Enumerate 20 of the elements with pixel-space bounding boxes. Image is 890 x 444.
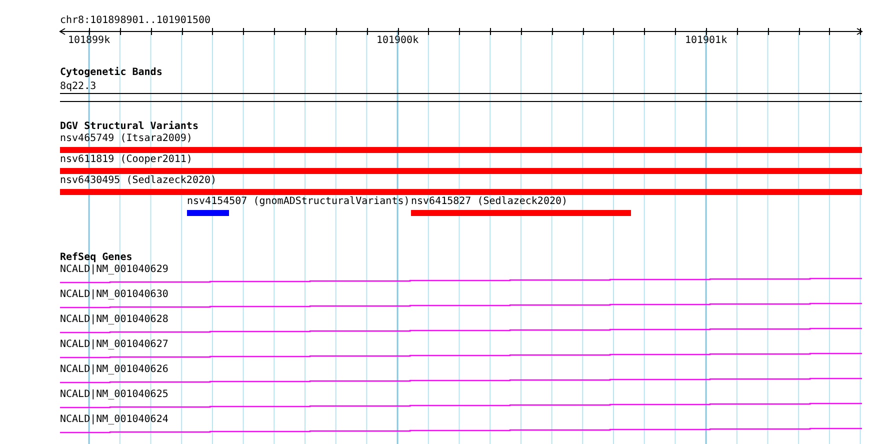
location-label: chr8:101898901..101901500 [60, 15, 211, 27]
variant-label: nsv6430495 (Sedlazeck2020) [60, 175, 217, 187]
variant-label: nsv4154507 (gnomADStructuralVariants) [187, 196, 410, 208]
gene-label: NCALD|NM_001040624 [60, 414, 168, 426]
gene-label: NCALD|NM_001040627 [60, 339, 168, 351]
track-title: DGV Structural Variants [60, 121, 198, 133]
variant-label: nsv611819 (Cooper2011) [60, 154, 192, 166]
track-title: RefSeq Genes [60, 252, 132, 264]
gene-label: NCALD|NM_001040629 [60, 264, 168, 276]
variant-label: nsv465749 (Itsara2009) [60, 133, 192, 145]
gene-label: NCALD|NM_001040630 [60, 289, 168, 301]
gene-label: NCALD|NM_001040626 [60, 364, 168, 376]
tick-label: 101899k [68, 35, 110, 47]
tick-label: 101900k [376, 35, 419, 47]
track-title: Cytogenetic Bands [60, 67, 162, 79]
tick-label: 101901k [684, 35, 728, 47]
variant-label: nsv6415827 (Sedlazeck2020) [411, 196, 568, 208]
gene-label: NCALD|NM_001040625 [60, 389, 168, 401]
gene-label: NCALD|NM_001040628 [60, 314, 168, 326]
band-label: 8q22.3 [60, 81, 96, 93]
